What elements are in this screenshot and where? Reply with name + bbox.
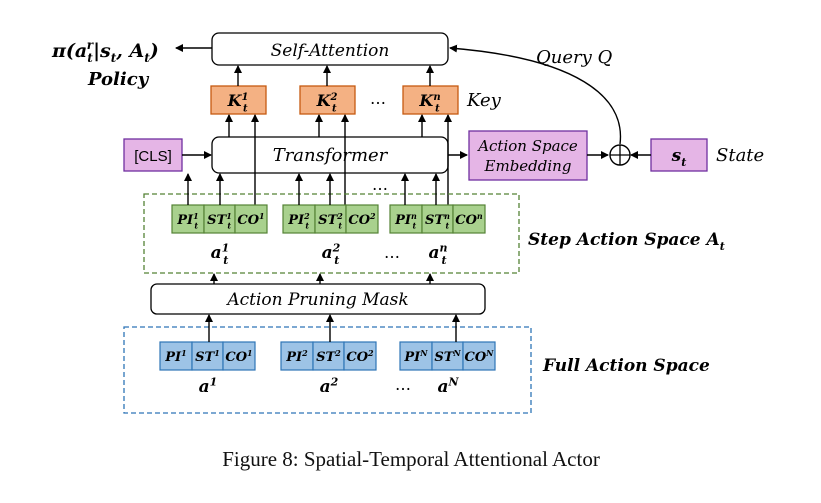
step-cell-label-1-3: CO1​	[237, 211, 264, 228]
cls-box	[123, 138, 183, 172]
full-cell-label-1-3: CO1​	[225, 348, 252, 365]
transformer-label: Transformer	[273, 145, 389, 166]
full-cell-label-2-2: ST2​	[316, 348, 341, 365]
state-box	[650, 138, 708, 172]
step-name-2: a2t​	[322, 242, 341, 267]
state-symbol: st​	[671, 146, 687, 169]
full-name-1: a1​	[199, 376, 218, 397]
figure-caption: Figure 8: Spatial-Temporal Attentional A…	[222, 447, 600, 471]
full-cell-2-3	[343, 341, 377, 371]
full-cell-1-3	[222, 341, 256, 371]
query-label: Query Q	[536, 47, 612, 68]
full-cell-1-1	[159, 341, 193, 371]
key-box-1	[210, 85, 267, 115]
full-action-groups: PI1​ ST1​ CO1​ a1​ PI2​ ST2​ CO2​ a2​ PIN​ STN​CO…	[159, 341, 496, 397]
step-name-1: a1t​	[211, 242, 230, 267]
key-label-n: Knt​	[418, 91, 440, 114]
full-cell-label-3-3: CON​	[465, 348, 495, 365]
key-ellipsis: …	[370, 89, 386, 108]
sum-operator-icon	[609, 144, 631, 166]
full-cell-label-3-2: STN​	[434, 348, 461, 365]
step-cell-label-3-3: COn​	[455, 211, 483, 228]
step-cell-3-3	[452, 204, 486, 234]
full-cell-1-2	[191, 341, 224, 371]
full-ellipsis: …	[395, 375, 411, 394]
step-cell-label-2-3: CO2​	[348, 211, 376, 228]
full-name-2: a2​	[320, 376, 339, 397]
step-cell-1-3	[234, 204, 268, 234]
transformer-ellipsis: …	[372, 175, 388, 194]
action-space-embedding-box	[468, 130, 588, 181]
action-pruning-mask-box	[150, 283, 486, 315]
full-cell-3-3	[462, 341, 496, 371]
self-attention-label: Self-Attention	[271, 41, 390, 61]
step-ellipsis: …	[384, 243, 400, 262]
full-cell-label-2-1: PI2​	[285, 348, 308, 365]
full-cell-label-2-3: CO2​	[346, 348, 374, 365]
action-pruning-mask-label: Action Pruning Mask	[225, 290, 408, 310]
step-cell-3-2	[421, 204, 454, 234]
full-name-3: aN​	[437, 376, 459, 397]
cls-label: [CLS]	[134, 148, 172, 165]
key-label-2: K2t​	[316, 91, 338, 114]
full-action-space-region	[123, 326, 532, 414]
step-cell-1-1	[171, 204, 205, 234]
full-cell-label-1-2: ST1​	[195, 348, 220, 365]
full-cell-label-3-1: PIN​	[403, 348, 428, 365]
policy-label: Policy	[87, 69, 150, 90]
full-action-space-label: Full Action Space	[542, 356, 710, 376]
key-box-n	[402, 85, 459, 115]
key-box-2	[299, 85, 356, 115]
step-action-space-label: Step Action Space At​	[528, 230, 725, 253]
step-cell-2-3	[345, 204, 379, 234]
step-action-space-region	[143, 193, 520, 274]
step-cell-1-2	[203, 204, 236, 234]
policy-expression: π(atr|st, At)	[51, 38, 159, 65]
full-cell-label-1-1: PI1​	[164, 348, 186, 365]
key-label-1: K1t​	[227, 91, 249, 114]
query-arrow	[449, 44, 622, 145]
full-cell-3-2	[431, 341, 464, 371]
key-label: Key	[466, 90, 502, 111]
state-label: State	[716, 145, 764, 166]
step-name-3: ant​	[428, 242, 447, 267]
